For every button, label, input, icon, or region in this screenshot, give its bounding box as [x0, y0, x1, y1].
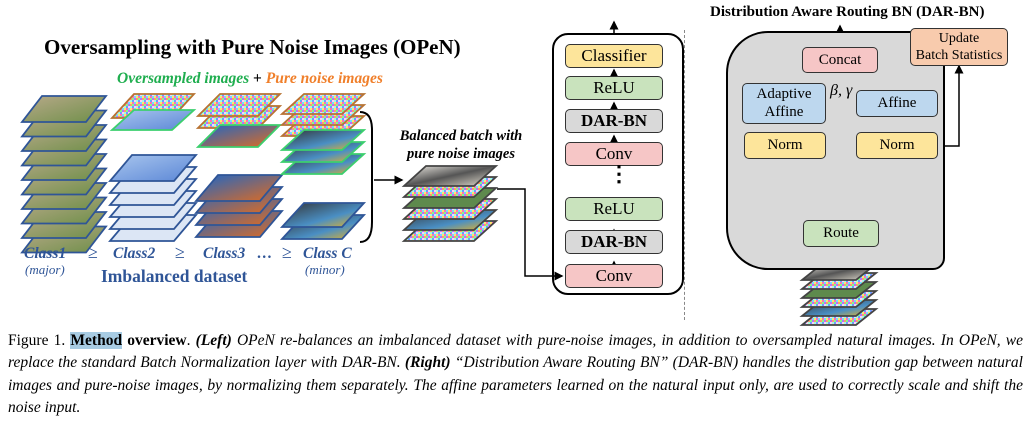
- plus-sign: +: [253, 70, 262, 87]
- oversampled-image: [109, 109, 197, 131]
- panel-divider: [684, 30, 685, 320]
- right-brace: [359, 111, 373, 243]
- figure-caption: Figure 1. Method overview. (Left) OPeN r…: [8, 330, 1023, 420]
- balanced-batch-label: Balanced batch with pure noise images: [388, 127, 534, 163]
- darbn-block-bottom: DAR-BN: [565, 230, 663, 254]
- relu-block-top: ReLU: [565, 76, 663, 100]
- caption-bold: overview: [122, 332, 187, 349]
- class3-image: [194, 174, 284, 202]
- class1-label: Class1: [24, 245, 67, 262]
- relu-block-bottom: ReLU: [565, 197, 663, 221]
- classifier-block: Classifier: [565, 44, 663, 68]
- caption-left-text: OPeN re-balances an imbalanced dataset w…: [8, 332, 1023, 372]
- class2-image: [108, 154, 198, 182]
- class1-note: (major): [25, 262, 65, 277]
- oversampled-label: Oversampled images: [117, 70, 250, 87]
- adaptive-affine-block: Adaptive Affine: [742, 83, 826, 124]
- norm-block-right: Norm: [856, 132, 938, 159]
- oversampled-image: [195, 124, 283, 148]
- caption-period: .: [186, 332, 196, 349]
- arrow-batch-to-conv: [497, 188, 564, 281]
- adaptive-line2: Affine: [764, 104, 804, 120]
- geq-symbol-1: ≥: [88, 242, 98, 262]
- vertical-ellipsis: ⋮: [608, 161, 630, 186]
- classC-note: (minor): [305, 262, 345, 277]
- classC-label: Class C: [303, 245, 352, 262]
- affine-block: Affine: [856, 90, 938, 117]
- network-frame: [552, 33, 684, 295]
- adaptive-line1: Adaptive: [756, 86, 812, 102]
- batch-natural-image: [401, 165, 499, 187]
- conv-block-bottom: Conv: [565, 264, 663, 288]
- balanced-batch-stack: [401, 165, 499, 242]
- beta-gamma-params: β, γ: [830, 82, 853, 99]
- norm-block-left: Norm: [744, 132, 826, 159]
- classC-image: [279, 202, 367, 228]
- caption-right-tag: (Right): [404, 354, 451, 372]
- darbn-title: Distribution Aware Routing BN (DAR-BN): [710, 4, 985, 20]
- class1-image: [20, 95, 108, 123]
- ellipsis: …: [257, 245, 273, 262]
- caption-highlight: Method: [70, 332, 123, 349]
- route-block: Route: [803, 220, 879, 247]
- balanced-label-line2: pure noise images: [407, 146, 515, 162]
- caption-prefix: Figure 1.: [8, 332, 71, 349]
- geq-symbol-3: ≥: [282, 242, 292, 262]
- class2-label: Class2: [113, 245, 156, 262]
- balanced-label-line1: Balanced batch with: [399, 128, 523, 144]
- geq-symbol-2: ≥: [175, 242, 185, 262]
- conv-block-top: Conv: [565, 142, 663, 166]
- oversampled-image: [279, 129, 367, 151]
- caption-right-text: “Distribution Aware Routing BN” (DAR-BN)…: [8, 354, 1023, 417]
- imbalanced-dataset-label: Imbalanced dataset: [101, 266, 248, 286]
- class1-image-stack: [20, 95, 108, 254]
- input-stack: [799, 263, 879, 326]
- classC-image-stack: [279, 93, 367, 240]
- class2-image-stack: [108, 93, 198, 242]
- left-panel-subtitle: Oversampled images + Pure noise images: [117, 70, 383, 88]
- update-batch-statistics-block: Update Batch Statistics: [910, 28, 1008, 66]
- caption-left-tag: (Left): [195, 332, 232, 349]
- noise-image: [279, 93, 367, 115]
- class3-label: Class3: [203, 245, 246, 262]
- left-panel-title: Oversampling with Pure Noise Images (OPe…: [44, 35, 461, 59]
- update-line2: Batch Statistics: [915, 48, 1003, 63]
- concat-block: Concat: [802, 47, 878, 73]
- update-line1: Update: [938, 31, 980, 46]
- noise-image: [195, 93, 283, 117]
- class3-image-stack: [194, 93, 284, 238]
- darbn-block-top: DAR-BN: [565, 109, 663, 133]
- pure-noise-label: Pure noise images: [265, 70, 383, 87]
